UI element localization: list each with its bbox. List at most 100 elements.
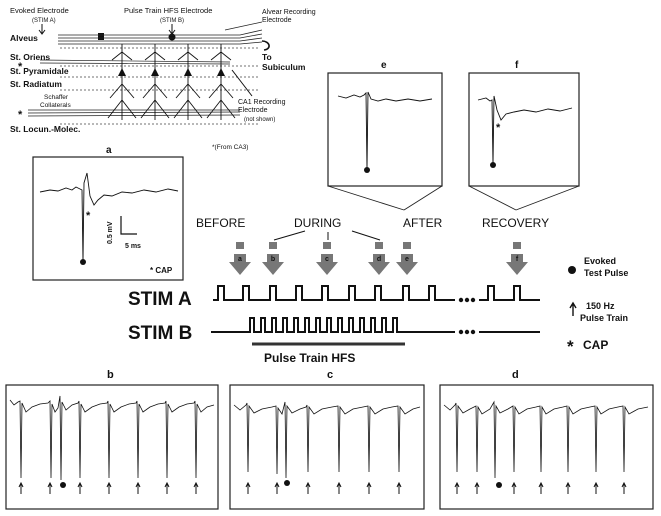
inset-e-callout — [327, 185, 443, 211]
hfs-electrode-tip — [168, 33, 176, 41]
inset-a-scale-mv: 0.5 mV — [107, 221, 114, 244]
inset-a-scale-bar — [120, 216, 137, 235]
phase-recovery: RECOVERY — [482, 216, 549, 230]
inset-f-callout — [468, 185, 580, 211]
stim-b-pulse-line — [211, 317, 455, 333]
panel-c-frame — [229, 384, 425, 510]
alvear-recording-label-1: Alvear Recording — [262, 9, 316, 16]
legend-hz-2: Pulse Train — [580, 313, 628, 323]
alvear-recording-label-2: Electrode — [262, 17, 292, 24]
radiatum-star: * — [18, 109, 23, 121]
inset-e: e — [327, 60, 443, 211]
panel-c-pulse-arrows — [245, 481, 402, 494]
anatomy-schematic: Evoked Electrode (STIM A) Pulse Train HF… — [10, 6, 316, 151]
legend-evoked-1: Evoked — [584, 256, 616, 266]
alveus-fibres — [58, 21, 263, 45]
marker-f: f — [506, 242, 528, 275]
panel-d-label: d — [512, 369, 519, 381]
schaffer-label-1: Schaffer — [44, 94, 69, 101]
phase-after: AFTER — [403, 216, 443, 230]
inset-a: a * 0.5 mV 5 ms * CAP — [32, 145, 184, 281]
stim-a-tag: (STIM A) — [32, 18, 56, 24]
ca1-recording-label-1: CA1 Recording — [238, 99, 286, 106]
legend: Evoked Test Pulse 150 Hz Pulse Train * C… — [567, 256, 628, 356]
inset-a-frame — [32, 156, 184, 281]
marker-f-label: f — [516, 256, 519, 263]
marker-c-label: c — [325, 256, 329, 263]
inset-e-frame — [327, 72, 443, 187]
inset-e-label: e — [381, 60, 387, 71]
marker-a: a — [229, 242, 251, 275]
ca1-electrode-pointer — [231, 69, 253, 97]
stim-b-label: STIM B — [128, 323, 192, 344]
legend-cap: CAP — [583, 338, 608, 352]
phase-before: BEFORE — [196, 216, 245, 230]
ca1-recording-label-2: Electrode — [238, 107, 268, 114]
pulse-train-electrode-label: Pulse Train HFS Electrode — [124, 6, 212, 15]
panel-d-test-dot — [496, 482, 502, 488]
layer-boundaries — [60, 47, 258, 125]
panel-b-frame — [5, 384, 219, 510]
marker-e: e — [396, 242, 418, 275]
panel-b-test-dot — [60, 482, 66, 488]
panel-b-label: b — [107, 369, 114, 381]
phase-during: DURING — [294, 216, 341, 230]
inset-f-trace — [477, 95, 573, 166]
layer-radiatum: St. Radiatum — [10, 79, 62, 89]
bottom-panel-d: d — [439, 369, 654, 510]
panel-d-frame — [439, 384, 654, 510]
inset-e-trace — [337, 91, 433, 171]
phase-labels: BEFORE DURING AFTER RECOVERY — [196, 216, 549, 241]
from-ca3-label: *(From CA3) — [212, 144, 248, 151]
panel-d-pulse-arrows — [454, 481, 627, 494]
stim-a-arrow-icon — [38, 24, 46, 35]
stim-a-label: STIM A — [128, 289, 192, 310]
panel-d-trace — [443, 400, 649, 479]
stim-b-tag: (STIM B) — [160, 18, 184, 24]
neuron-somata — [118, 68, 225, 76]
bottom-panel-b: b — [5, 369, 219, 510]
pulse-train-hfs-label: Pulse Train HFS — [264, 351, 355, 365]
panel-c-trace — [233, 401, 421, 479]
stim-a-pulse-line — [213, 285, 455, 301]
layer-pyramidale: St. Pyramidale — [10, 66, 69, 76]
legend-evoked-dot-icon — [568, 266, 576, 274]
legend-evoked-2: Test Pulse — [584, 268, 628, 278]
inset-f-cap-star: * — [496, 122, 501, 134]
to-subiculum-label-1: To — [262, 52, 272, 62]
inset-a-cap-note: * CAP — [150, 266, 173, 275]
marker-e-label: e — [405, 256, 409, 263]
marker-b-label: b — [271, 256, 275, 263]
inset-f: f * — [468, 60, 580, 211]
marker-d: d — [368, 242, 390, 275]
oriens-star: * — [18, 61, 23, 73]
panel-b-pulse-arrows — [18, 481, 199, 494]
evoked-electrode-label: Evoked Electrode — [10, 6, 69, 15]
marker-d-label: d — [377, 256, 381, 263]
panel-c-label: c — [327, 369, 333, 381]
evoked-electrode-tip — [98, 33, 104, 40]
stim-a-break-dots — [458, 297, 476, 303]
layer-alveus: Alveus — [10, 33, 38, 43]
legend-cap-star: * — [567, 337, 574, 356]
inset-a-scale-ms: 5 ms — [125, 243, 141, 250]
inset-a-trace — [39, 172, 179, 263]
inset-a-cap-star: * — [86, 210, 91, 222]
inset-f-frame — [468, 72, 580, 187]
marker-a-label: a — [238, 256, 242, 263]
schaffer-label-2: Collaterals — [40, 102, 71, 109]
during-bracket-lines — [273, 230, 381, 241]
stim-b-arrow-icon — [168, 24, 176, 35]
legend-pulse-arrow-icon — [569, 301, 577, 316]
subiculum-curve-arrow-icon — [261, 40, 270, 51]
bottom-panel-c: c — [229, 369, 425, 510]
to-subiculum-label-2: Subiculum — [262, 62, 306, 72]
inset-a-stim-dot — [80, 259, 86, 265]
marker-b: b — [262, 242, 284, 275]
panel-b-trace — [9, 395, 215, 481]
stim-a-pulse-line-end — [479, 285, 540, 301]
ca1-not-shown-label: (not shown) — [244, 117, 275, 123]
phase-markers: a b c d e f — [229, 242, 528, 275]
layer-lacunosum: St. Locun.-Molec. — [10, 124, 80, 134]
